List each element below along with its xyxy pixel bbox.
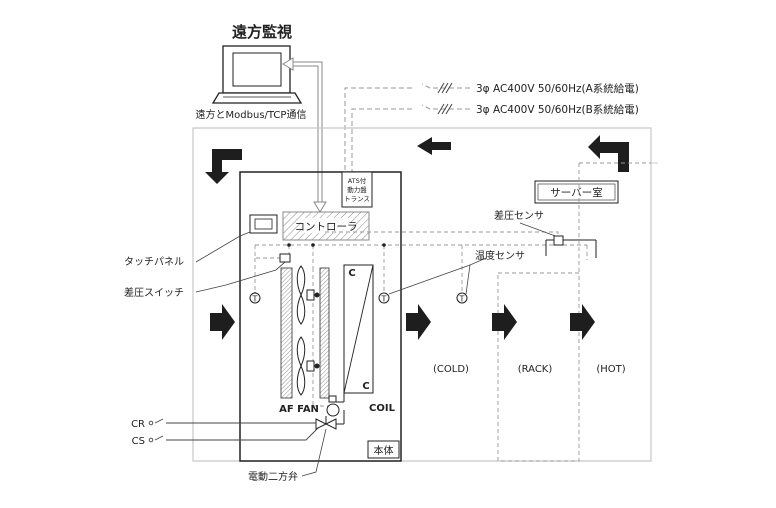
remote-monitoring-title: 遠方監視 bbox=[232, 23, 292, 41]
diff-pressure-switch bbox=[279, 253, 291, 263]
main-unit-box bbox=[239, 171, 402, 462]
cr-cs-signal-lines bbox=[148, 418, 319, 443]
computer-icon bbox=[211, 45, 303, 104]
cr-signal-label: CR bbox=[131, 419, 145, 430]
diff-pressure-sensor-icon bbox=[545, 235, 597, 258]
valve-leader bbox=[301, 428, 327, 477]
diff-pressure-sensor-leader bbox=[519, 222, 559, 238]
ats-label-line1: ATS付 bbox=[348, 176, 367, 185]
rack-area-outline bbox=[497, 162, 651, 462]
ats-label-line2: 動力盤 bbox=[347, 185, 367, 194]
airflow-arrow-hot bbox=[570, 304, 595, 340]
fan-label: AF FAN bbox=[279, 404, 319, 415]
airflow-arrow-rack bbox=[492, 304, 517, 340]
power-lines bbox=[344, 83, 470, 172]
airflow-arrow-inlet bbox=[210, 304, 235, 340]
diff-pressure-sensor-label: 差圧センサ bbox=[494, 209, 544, 222]
server-room-label-box bbox=[534, 180, 619, 204]
server-room-outline bbox=[192, 127, 652, 462]
server-room-label: サーバー室 bbox=[550, 186, 602, 199]
power-line-b-label: 3φ AC400V 50/60Hz(B系統給電) bbox=[476, 103, 639, 116]
three-phase-marks bbox=[437, 82, 453, 115]
temp-sensor-2: T bbox=[378, 292, 390, 304]
airflow-corner-arrow-left bbox=[205, 149, 242, 184]
power-line-a-label: 3φ AC400V 50/60Hz(A系統給電) bbox=[476, 82, 639, 95]
temp-sensor-label: 温度センサ bbox=[475, 249, 525, 262]
airflow-return-arrow bbox=[417, 137, 451, 155]
zone-rack-label: (RACK) bbox=[518, 364, 553, 375]
touch-panel-leader bbox=[195, 231, 251, 263]
valve-label: 電動二方弁 bbox=[248, 470, 298, 483]
communication-line bbox=[282, 57, 327, 213]
svg-text:T: T bbox=[252, 295, 258, 304]
fan-blade-icon-lower bbox=[296, 336, 320, 396]
coil-mark-top: C bbox=[348, 268, 355, 279]
temp-sensor-1: T bbox=[249, 292, 261, 304]
ats-label-line3: トランス bbox=[344, 195, 370, 203]
main-unit-label-box bbox=[367, 440, 400, 459]
fan-column-left bbox=[280, 267, 293, 399]
motorized-valve-icon bbox=[315, 393, 345, 430]
cs-signal-label: CS bbox=[132, 436, 145, 447]
svg-text:T: T bbox=[381, 295, 387, 304]
airflow-arrow-cold bbox=[406, 304, 431, 340]
wiring-junction-dots bbox=[287, 243, 386, 247]
svg-text:T: T bbox=[459, 295, 465, 304]
controller-label: コントローラ bbox=[295, 221, 358, 233]
temp-sensor-leader bbox=[465, 257, 487, 295]
temp-sensor-3: T bbox=[456, 292, 468, 304]
coil-mark-bottom: C bbox=[362, 381, 369, 392]
zone-cold-label: (COLD) bbox=[433, 364, 469, 375]
diff-pressure-switch-label: 差圧スイッチ bbox=[124, 286, 184, 299]
main-unit-label: 本体 bbox=[374, 444, 394, 457]
coil-label: COIL bbox=[369, 403, 396, 414]
ats-panel-box bbox=[341, 171, 373, 208]
fan-blade-icon-upper bbox=[296, 265, 320, 325]
touch-panel-label: タッチパネル bbox=[124, 256, 184, 268]
fan-column-right bbox=[319, 267, 330, 399]
airflow-corner-arrow-right bbox=[588, 135, 629, 172]
modbus-comm-label: 遠方とModbus/TCP通信 bbox=[196, 108, 307, 121]
diff-pressure-switch-leader bbox=[195, 269, 277, 293]
zone-hot-label: (HOT) bbox=[596, 364, 625, 375]
touch-panel-icon bbox=[249, 214, 278, 234]
